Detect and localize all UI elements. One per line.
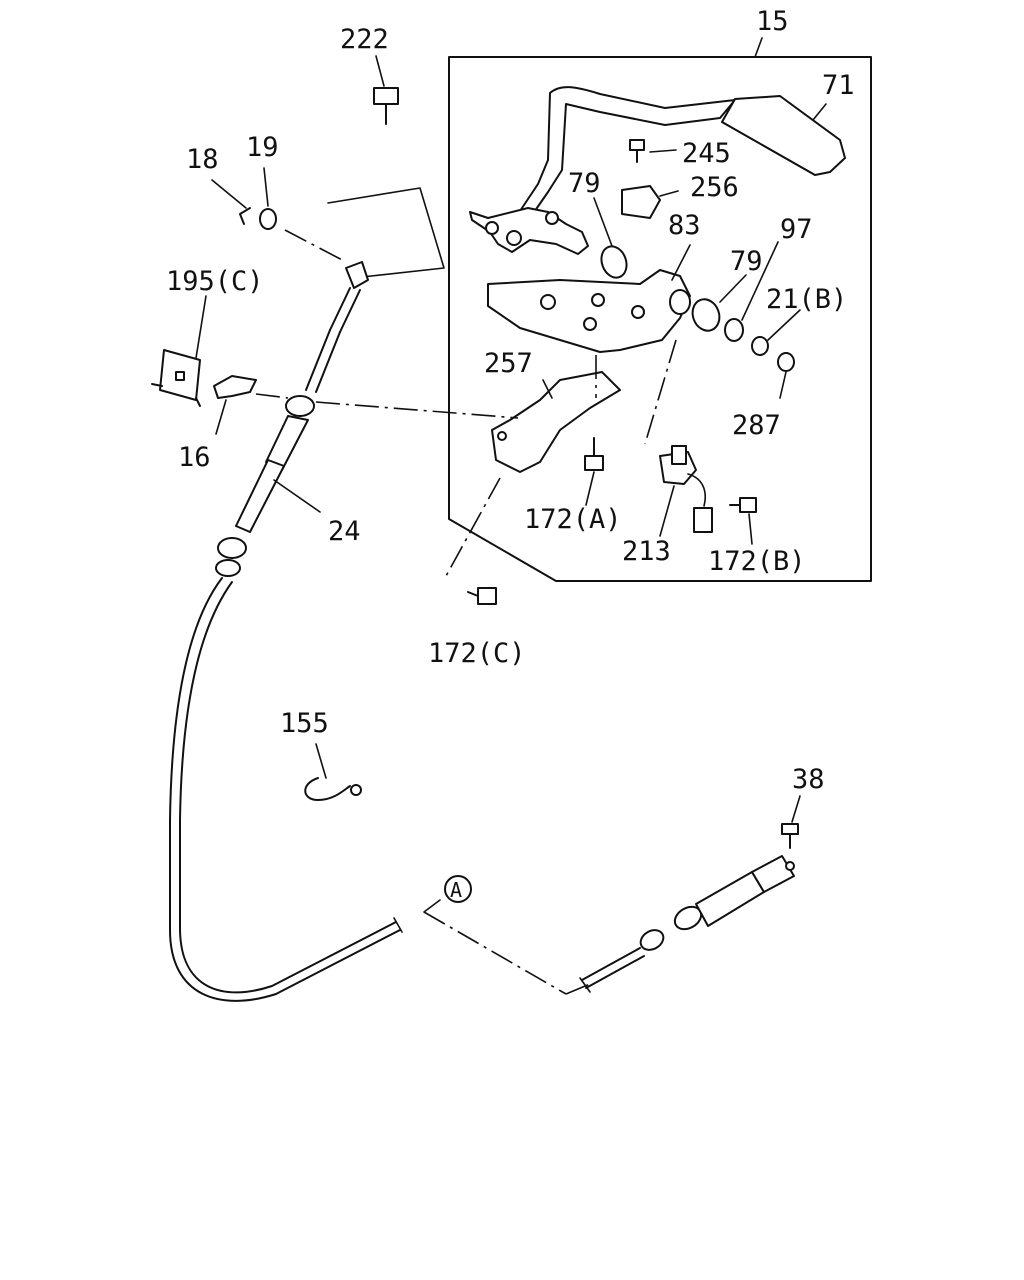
nut-97 — [724, 241, 779, 342]
washer-19 — [259, 167, 347, 263]
cable-24 — [169, 261, 403, 1002]
pin-18 — [211, 179, 251, 225]
clip-155 — [304, 743, 362, 801]
clip-16 — [213, 375, 289, 435]
bolt-172a — [584, 437, 604, 506]
lever-pawl-shaft — [469, 207, 589, 255]
label-part-19: 19 — [246, 132, 279, 163]
bolt-38 — [781, 795, 801, 849]
bolt-172c — [445, 477, 501, 605]
rear-cable-end — [579, 855, 795, 993]
bolt-222 — [373, 55, 399, 125]
bracket-83 — [487, 244, 691, 353]
label-part-256: 256 — [690, 172, 739, 203]
label-part-257: 257 — [484, 348, 533, 379]
label-part-16: 16 — [178, 442, 211, 473]
label-part-195c: 195(C) — [166, 266, 264, 297]
label-part-97: 97 — [780, 214, 813, 245]
label-part-155: 155 — [280, 708, 329, 739]
label-part-79-upper: 79 — [568, 168, 601, 199]
label-reference-a: A — [450, 878, 462, 902]
nut-287 — [777, 352, 795, 399]
label-part-18: 18 — [186, 144, 219, 175]
label-part-15: 15 — [756, 6, 789, 37]
stay-257 — [491, 355, 621, 473]
label-part-79-right: 79 — [730, 246, 763, 277]
reference-a-connector — [423, 875, 591, 995]
switch-213 — [644, 339, 713, 537]
label-part-38: 38 — [792, 764, 825, 795]
washer-21b — [751, 309, 801, 356]
plate-195c — [151, 295, 207, 407]
label-part-222: 222 — [340, 24, 389, 55]
label-part-287: 287 — [732, 410, 781, 441]
cable-end-reference-plane — [327, 187, 445, 278]
assembly-15-outline — [448, 56, 872, 582]
label-part-71: 71 — [822, 70, 855, 101]
label-part-172c: 172(C) — [428, 638, 526, 669]
label-part-245: 245 — [682, 138, 731, 169]
bolt-245 — [629, 139, 677, 163]
clip-256 — [621, 185, 679, 219]
label-part-24: 24 — [328, 516, 361, 547]
bolt-172b — [729, 497, 757, 545]
label-part-21b: 21(B) — [766, 284, 847, 315]
bushing-79-upper — [593, 197, 628, 279]
label-part-213: 213 — [622, 536, 671, 567]
label-part-172b: 172(B) — [708, 546, 806, 577]
label-part-83: 83 — [668, 210, 701, 241]
label-part-172a: 172(A) — [524, 504, 622, 535]
bushing-79-right — [691, 274, 747, 332]
